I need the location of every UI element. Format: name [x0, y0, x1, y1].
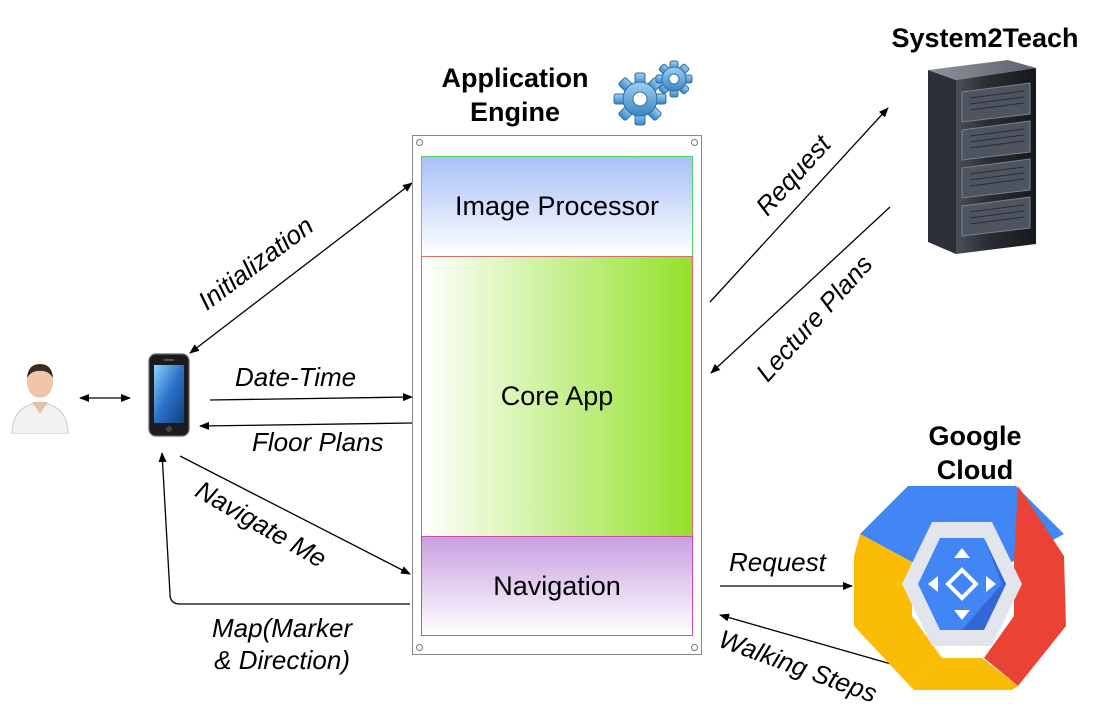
app-engine-title-line1: Application [441, 63, 589, 93]
map-arrow [158, 452, 410, 605]
date-time-arrow [209, 393, 413, 402]
floor-plans-text: Floor Plans [252, 427, 384, 457]
lecture-plans-arrow [710, 206, 891, 374]
google-cloud-title-line2: Cloud [936, 455, 1014, 485]
date-time-text: Date-Time [235, 362, 357, 392]
request-s2t-arrow [709, 107, 889, 303]
app-engine-title-line2: Engine [469, 97, 560, 127]
corner-screw [416, 644, 423, 651]
google-cloud-title: Google Cloud [900, 419, 1050, 487]
corner-screw [691, 644, 698, 651]
system2teach-title-text: System2Teach [891, 23, 1079, 53]
google-cloud-icon [854, 486, 1066, 690]
floor-plans-label: Floor Plans [252, 427, 384, 458]
map-label: Map(Marker & Direction) [212, 612, 352, 676]
system2teach-title: System2Teach [870, 21, 1098, 55]
server-icon [928, 60, 1036, 254]
navigation-module: Navigation [421, 536, 693, 636]
image-processor-label: Image Processor [454, 191, 660, 221]
google-cloud-title-line1: Google [928, 421, 1022, 451]
map-text-line1: Map(Marker [212, 613, 353, 643]
corner-screw [416, 139, 423, 146]
initialization-arrow [189, 182, 413, 354]
application-engine-title: Application Engine [425, 61, 605, 129]
core-app-module: Core App [421, 256, 693, 537]
core-app-label: Core App [500, 381, 614, 411]
image-processor-module: Image Processor [421, 156, 693, 257]
map-text-line2: & Direction) [214, 645, 350, 675]
smartphone-icon [148, 353, 190, 437]
floor-plans-arrow [199, 421, 413, 430]
gears-icon [613, 60, 693, 126]
request-gc-label: Request [729, 547, 826, 578]
user-icon [11, 364, 69, 434]
walking-steps-arrow [719, 613, 906, 669]
navigation-label: Navigation [493, 570, 621, 601]
date-time-label: Date-Time [235, 362, 356, 393]
request-gc-text: Request [729, 547, 826, 577]
navigate-me-arrow [179, 455, 411, 575]
corner-screw [691, 139, 698, 146]
